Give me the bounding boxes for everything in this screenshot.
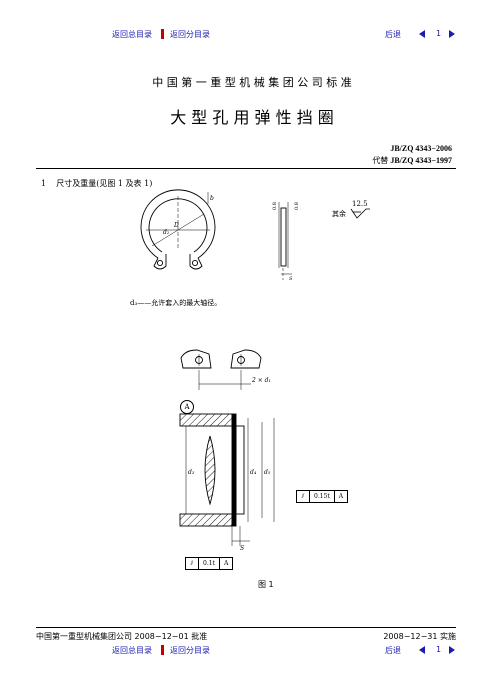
svg-text:d₄: d₄ <box>250 469 257 476</box>
footer-rule <box>36 627 456 628</box>
svg-text:d₂: d₂ <box>163 229 170 236</box>
page-number-bottom: 1 <box>436 645 442 654</box>
page-number: 1 <box>436 29 442 38</box>
svg-text:d₃: d₃ <box>188 469 195 476</box>
section-ref: (见图 1 及表 1) <box>96 179 153 188</box>
figure-note: d₃——允许套入的最大轴径。 <box>130 299 222 307</box>
document-title: 大 型 孔 用 弹 性 挡 圈 <box>170 108 334 127</box>
nav-separator-bottom <box>161 645 164 655</box>
svg-text:0.8: 0.8 <box>272 202 278 210</box>
groove-section-drawing: d₃ d₄ d₅ S <box>179 413 275 552</box>
home-directory-link[interactable]: 返回总目录 <box>112 30 152 39</box>
ring-front-view-drawing: d₂ D b <box>140 189 216 270</box>
back-link[interactable]: 后退 <box>385 30 401 39</box>
datum-marker: A <box>180 400 194 414</box>
prev-page-icon-bottom[interactable] <box>419 646 425 654</box>
figure-caption: 图 1 <box>258 580 274 589</box>
tolerance-value-1: 0.15t <box>310 491 335 502</box>
org-standard-title: 中 国 第 一 重 型 机 械 集 团 公 司 标 准 <box>152 76 352 89</box>
prev-page-icon[interactable] <box>419 30 425 38</box>
tolerance-frame-2: ⫽ 0.1t A <box>185 557 234 570</box>
roughness-label: 其余 <box>332 210 346 218</box>
effective-date: 2008−12−31 实施 <box>383 632 456 641</box>
tolerance-frame-1: ⫽ 0.15t A <box>296 490 349 503</box>
approval-date: 中国第一重型机械集团公司 2008−12−01 批准 <box>36 632 208 641</box>
section-number: 1 <box>41 179 47 188</box>
home-directory-link-bottom[interactable]: 返回总目录 <box>112 646 152 655</box>
parallelism-icon: ⫽ <box>297 491 310 502</box>
ring-ends-detail-drawing <box>180 349 262 390</box>
bottom-nav: 返回总目录 返回分目录 后退 1 <box>0 642 504 658</box>
ends-distance-label: 2 × d₁ <box>252 377 271 384</box>
roughness-value: 12.5 <box>352 200 368 208</box>
svg-text:D: D <box>173 222 179 229</box>
standard-number: JB/ZQ 4343−2006 <box>390 144 452 153</box>
ring-side-view-drawing: 0.8 0.8 S <box>272 202 300 282</box>
tolerance-datum-2: A <box>223 560 229 567</box>
svg-text:b: b <box>210 195 214 202</box>
section-directory-link[interactable]: 返回分目录 <box>170 30 210 39</box>
svg-text:d₅: d₅ <box>264 469 271 476</box>
tolerance-datum-1: A <box>338 493 344 500</box>
svg-text:0.8: 0.8 <box>294 202 300 210</box>
replaces-label: 代替 <box>372 156 389 165</box>
section-title: 尺寸及重量 <box>56 179 97 188</box>
replaces-number: JB/ZQ 4343−1997 <box>390 156 452 165</box>
nav-separator <box>161 29 164 39</box>
roughness-symbol-icon <box>350 208 370 219</box>
svg-text:S: S <box>289 276 293 282</box>
next-page-icon[interactable] <box>449 30 455 38</box>
section-heading: 1 尺寸及重量(见图 1 及表 1) <box>41 178 152 189</box>
parallelism-icon-2: ⫽ <box>186 558 199 569</box>
header-rule <box>36 168 456 169</box>
next-page-icon-bottom[interactable] <box>449 646 455 654</box>
replaces-line: 代替 JB/ZQ 4343−1997 <box>372 155 452 166</box>
tolerance-value-2: 0.1t <box>199 558 220 569</box>
top-nav: 返回总目录 返回分目录 后退 1 <box>0 26 504 42</box>
datum-label: A <box>184 403 190 411</box>
svg-text:S: S <box>240 545 244 552</box>
back-link-bottom[interactable]: 后退 <box>385 646 401 655</box>
section-directory-link-bottom[interactable]: 返回分目录 <box>170 646 210 655</box>
